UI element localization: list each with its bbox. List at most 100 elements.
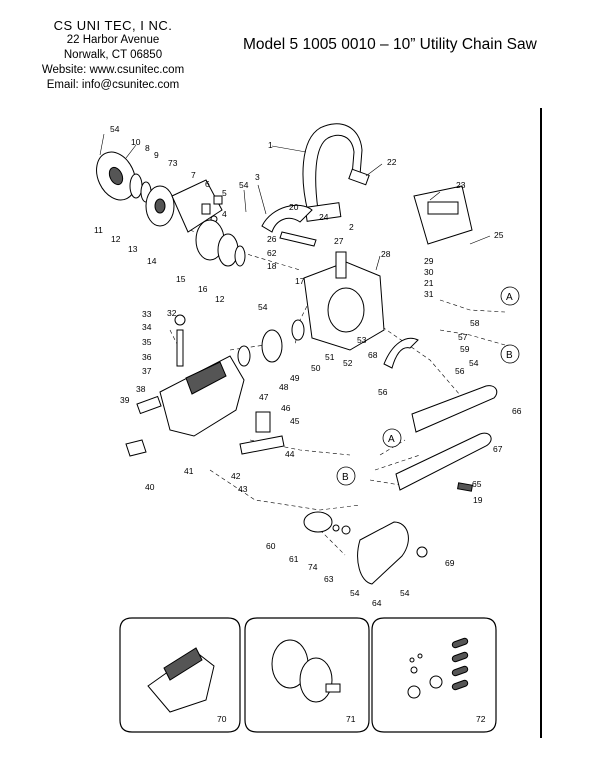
callout-37: 37 bbox=[142, 366, 152, 376]
inset-shaft bbox=[325, 683, 341, 693]
company-address-line2: Norwalk, CT 06850 bbox=[63, 49, 163, 61]
callout-57: 57 bbox=[458, 332, 468, 342]
callout-58: 58 bbox=[470, 318, 480, 328]
callout-61: 61 bbox=[289, 554, 299, 564]
inset-panel-72: 72 bbox=[371, 617, 497, 733]
inset-label-72: 72 bbox=[476, 714, 486, 724]
guard-slot bbox=[427, 201, 459, 215]
callout-73: 73 bbox=[168, 158, 178, 168]
callout-35: 35 bbox=[142, 337, 152, 347]
callout-65: 65 bbox=[472, 479, 482, 489]
reference-b-right: B bbox=[506, 350, 513, 361]
air-fitting-39 bbox=[136, 395, 162, 415]
callout-1: 1 bbox=[268, 140, 273, 150]
inset-clutch bbox=[299, 657, 333, 703]
washer-63 bbox=[341, 525, 351, 535]
callout-20: 20 bbox=[289, 202, 299, 212]
callout-56-right: 56 bbox=[455, 366, 465, 376]
callout-29: 29 bbox=[424, 256, 434, 266]
callout-6: 6 bbox=[205, 179, 210, 189]
page-title: Model 5 1005 0010 – 10” Utility Chain Sa… bbox=[243, 36, 537, 53]
callout-67: 67 bbox=[493, 444, 503, 454]
callout-52: 52 bbox=[343, 358, 353, 368]
callout-41: 41 bbox=[184, 466, 194, 476]
fitting-40 bbox=[125, 439, 147, 457]
callout-66: 66 bbox=[512, 406, 522, 416]
bearing-47 bbox=[237, 345, 251, 367]
spindle-27 bbox=[335, 251, 347, 279]
callout-59: 59 bbox=[460, 344, 470, 354]
callout-54-right: 54 bbox=[469, 358, 479, 368]
callout-25: 25 bbox=[494, 230, 504, 240]
company-address-line1: 22 Harbor Avenue bbox=[66, 34, 160, 46]
nut-69 bbox=[416, 546, 428, 558]
callout-leader-lines bbox=[99, 133, 491, 271]
callout-12-right: 12 bbox=[215, 294, 225, 304]
nut-5 bbox=[213, 195, 223, 205]
chain-tensioner-56 bbox=[383, 337, 419, 369]
callout-4: 4 bbox=[222, 209, 227, 219]
callout-30: 30 bbox=[424, 267, 434, 277]
inset-ring-1 bbox=[429, 675, 443, 689]
valve-cap-32 bbox=[174, 314, 186, 326]
callout-42: 42 bbox=[231, 471, 241, 481]
callout-15: 15 bbox=[176, 274, 186, 284]
rear-guard-plate bbox=[413, 185, 473, 245]
throttle-link bbox=[279, 231, 317, 247]
callout-60: 60 bbox=[266, 541, 276, 551]
clutch-16 bbox=[217, 233, 239, 267]
side-cover bbox=[357, 521, 409, 585]
reference-marker-a-left bbox=[382, 428, 402, 448]
washer-61 bbox=[332, 524, 340, 532]
callout-54-housing: 54 bbox=[258, 302, 268, 312]
housing-bore bbox=[327, 287, 365, 333]
reference-marker-b-left bbox=[336, 466, 356, 486]
valve-stack bbox=[176, 329, 184, 367]
screw-6 bbox=[201, 203, 211, 215]
company-website: Website: www.csunitec.com bbox=[41, 64, 185, 76]
callout-31: 31 bbox=[424, 289, 434, 299]
inset-panel-71: 71 bbox=[244, 617, 370, 733]
callout-27: 27 bbox=[334, 236, 344, 246]
company-email: Email: info@csunitec.com bbox=[46, 79, 180, 91]
trigger-45 bbox=[255, 411, 271, 433]
inset-seal-2 bbox=[417, 653, 423, 659]
callout-32: 32 bbox=[167, 308, 177, 318]
callout-56-chain: 56 bbox=[378, 387, 388, 397]
callout-17: 17 bbox=[295, 276, 305, 286]
callout-38: 38 bbox=[136, 384, 146, 394]
callout-54: 54 bbox=[110, 124, 120, 134]
callout-13: 13 bbox=[128, 244, 138, 254]
callout-63: 63 bbox=[324, 574, 334, 584]
callout-44: 44 bbox=[285, 449, 295, 459]
motor-housing bbox=[171, 179, 223, 233]
callout-54-cover-left: 54 bbox=[350, 588, 360, 598]
inset-seal-1 bbox=[409, 657, 415, 663]
callout-28: 28 bbox=[381, 249, 391, 259]
inset-rear-grip bbox=[163, 647, 203, 681]
handle-bolt-22 bbox=[348, 168, 370, 186]
callout-9: 9 bbox=[154, 150, 159, 160]
inset-vane-3 bbox=[451, 665, 469, 677]
seal-51 bbox=[291, 319, 305, 341]
callout-34: 34 bbox=[142, 322, 152, 332]
bearing-50 bbox=[261, 329, 283, 363]
callout-74: 74 bbox=[308, 562, 318, 572]
callout-43: 43 bbox=[238, 484, 248, 494]
inset-label-70: 70 bbox=[217, 714, 227, 724]
callout-54-motor: 54 bbox=[239, 180, 249, 190]
callout-53: 53 bbox=[357, 335, 367, 345]
callout-7: 7 bbox=[191, 170, 196, 180]
callout-33: 33 bbox=[142, 309, 152, 319]
callout-62: 62 bbox=[267, 248, 277, 258]
starter-cover-hub bbox=[108, 166, 124, 186]
inset-seal-3 bbox=[410, 666, 418, 674]
callout-50: 50 bbox=[311, 363, 321, 373]
callout-69: 69 bbox=[445, 558, 455, 568]
callout-3: 3 bbox=[255, 172, 260, 182]
callout-39: 39 bbox=[120, 395, 130, 405]
callout-49: 49 bbox=[290, 373, 300, 383]
inset-vane-1 bbox=[451, 637, 469, 649]
reference-a-left: A bbox=[388, 434, 395, 445]
